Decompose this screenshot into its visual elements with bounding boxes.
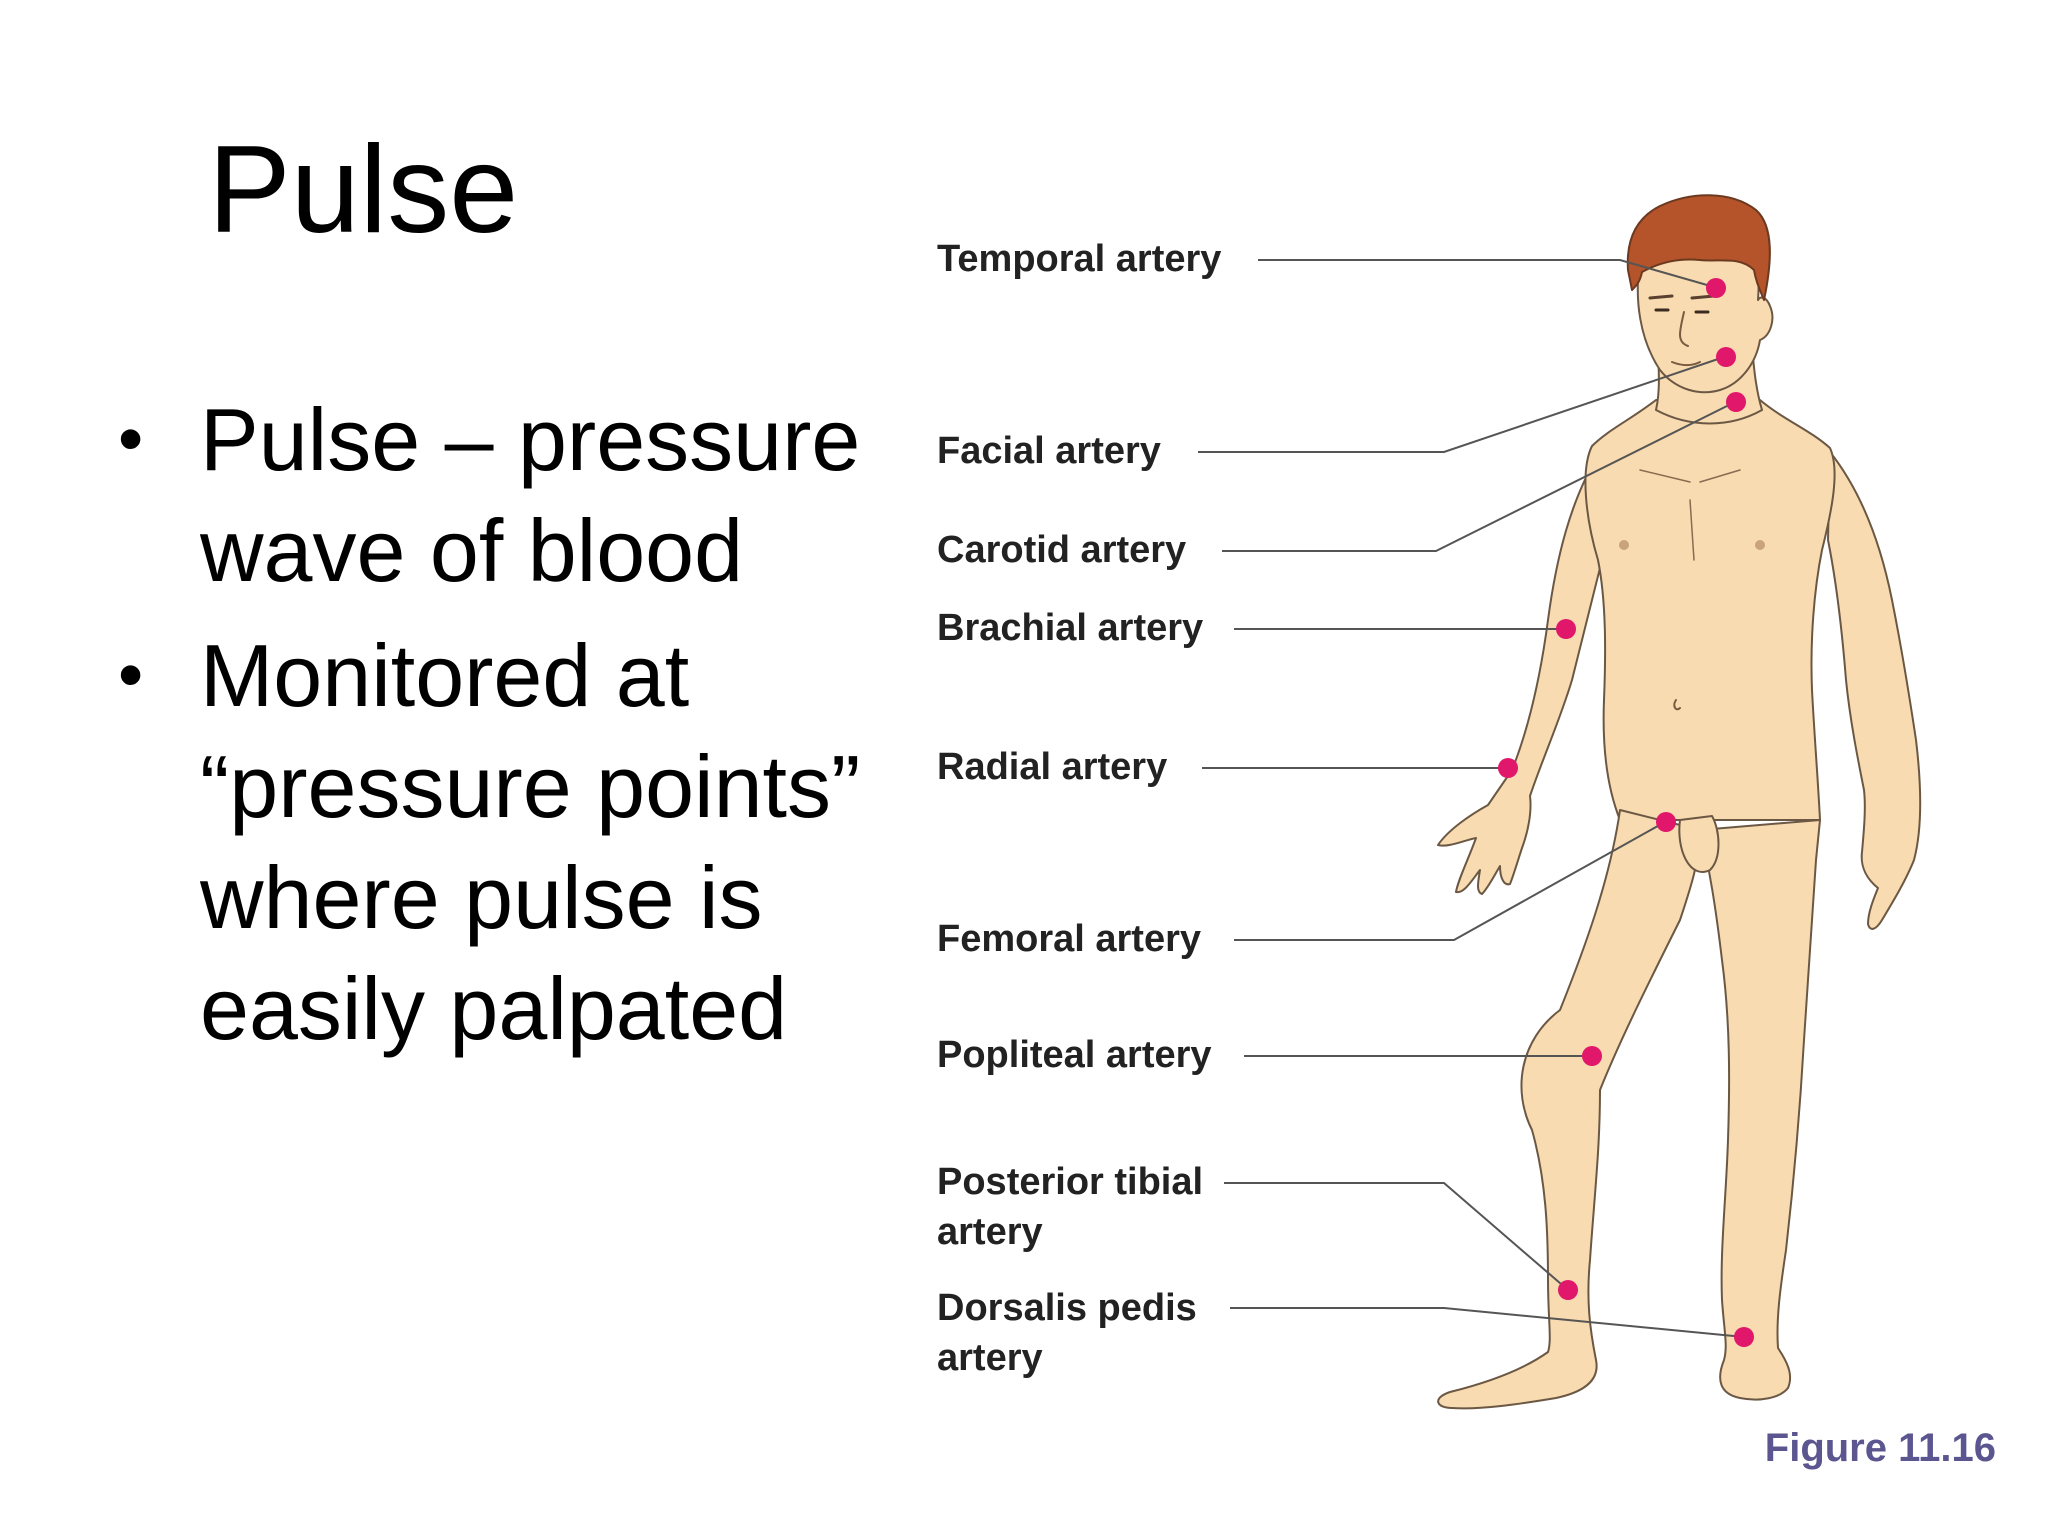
femoral-pulse-point <box>1656 812 1676 832</box>
bullet-list: • Pulse – pressure wave of blood • Monit… <box>118 384 918 1078</box>
popliteal-pulse-point <box>1582 1046 1602 1066</box>
label-popliteal-artery: Popliteal artery <box>937 1034 1212 1076</box>
bullet-text-line: “pressure points” <box>200 737 861 836</box>
left-nipple <box>1755 540 1765 550</box>
right-nipple <box>1619 540 1629 550</box>
label-dorsalis-pedis-artery-line2: artery <box>937 1337 1043 1379</box>
label-posterior-tibial-artery-line2: artery <box>937 1211 1043 1253</box>
bullet-text-line: Monitored at <box>200 626 690 725</box>
carotid-pulse-point <box>1726 392 1746 412</box>
mouth <box>1671 361 1701 366</box>
chest-lines <box>1639 469 1741 561</box>
bullet-item: • Pulse – pressure wave of blood <box>118 384 918 606</box>
dorsalis-pedis-leader-line <box>1230 1307 1745 1338</box>
nose <box>1679 311 1689 347</box>
slide-title: Pulse <box>208 121 519 259</box>
temporal-pulse-point <box>1706 278 1726 298</box>
eyes <box>1654 308 1710 314</box>
label-temporal-artery: Temporal artery <box>937 238 1222 280</box>
right-leg <box>1437 809 1701 1410</box>
bullet-dot: • <box>118 399 144 479</box>
temporal-leader-line <box>1258 259 1715 288</box>
label-posterior-tibial-artery-line1: Posterior tibial <box>937 1161 1204 1203</box>
bullet-dot: • <box>118 635 144 715</box>
femoral-leader-line <box>1234 821 1666 941</box>
leader-lines <box>1198 259 1745 1338</box>
facial-pulse-point <box>1716 347 1736 367</box>
bullet-text-line: wave of blood <box>200 501 744 600</box>
pulse-points <box>1498 278 1754 1347</box>
human-figure <box>1437 194 1922 1410</box>
figure-caption: Figure 11.16 <box>1764 1426 1996 1470</box>
torso <box>1584 399 1836 821</box>
navel <box>1673 699 1681 711</box>
posterior-tibial-leader-line <box>1224 1182 1569 1291</box>
dorsalis-pedis-pulse-point <box>1734 1327 1754 1347</box>
bullet-text-line: Pulse – pressure <box>200 390 861 489</box>
posterior-tibial-pulse-point <box>1558 1280 1578 1300</box>
right-arm <box>1437 451 1603 895</box>
bullet-text-line: where pulse is <box>200 848 763 947</box>
label-facial-artery: Facial artery <box>937 430 1161 472</box>
left-arm <box>1827 451 1922 930</box>
left-leg <box>1699 819 1821 1401</box>
radial-pulse-point <box>1498 758 1518 778</box>
facial-leader-line <box>1198 356 1725 453</box>
label-carotid-artery: Carotid artery <box>937 529 1187 571</box>
groin <box>1678 815 1720 873</box>
label-brachial-artery: Brachial artery <box>937 607 1204 649</box>
label-dorsalis-pedis-artery-line1: Dorsalis pedis <box>937 1287 1197 1329</box>
bullet-text-line: easily palpated <box>200 959 788 1058</box>
label-femoral-artery: Femoral artery <box>937 918 1202 960</box>
eyebrows <box>1648 294 1716 300</box>
label-radial-artery: Radial artery <box>937 746 1168 788</box>
brachial-pulse-point <box>1556 619 1576 639</box>
bullet-item: • Monitored at “pressure points” where p… <box>118 620 918 1064</box>
carotid-leader-line <box>1222 401 1736 552</box>
